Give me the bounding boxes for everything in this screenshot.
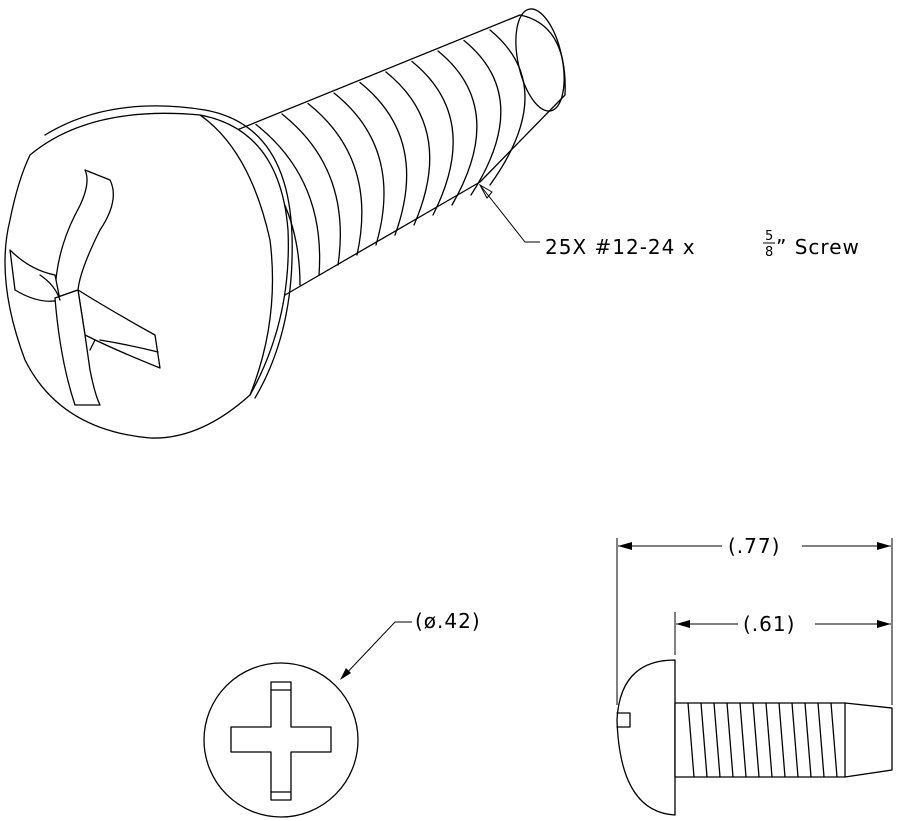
screw-callout: 25X #12-24 x	[545, 235, 696, 259]
head-rim	[44, 105, 293, 399]
callout-leader	[479, 184, 540, 243]
head-circle	[203, 662, 359, 818]
callout-prefix: 25X #12-24 x	[545, 235, 696, 259]
diameter-label: (ø.42)	[415, 609, 481, 633]
side-thread-line	[739, 702, 747, 778]
side-thread-lines	[687, 702, 838, 778]
thread-line	[359, 81, 408, 236]
phillips-recess-iso	[9, 169, 161, 406]
side-thread-line	[713, 702, 721, 778]
phillips-cross	[230, 681, 332, 801]
side-thread-line	[726, 702, 734, 778]
shank-length-label: (.61)	[743, 612, 795, 636]
thread-line	[307, 102, 363, 256]
thread-lines	[229, 29, 526, 286]
thread-line	[489, 29, 526, 186]
side-thread-line	[778, 702, 786, 778]
overall-length-dimension: (.77)	[618, 534, 891, 558]
side-thread-line	[830, 702, 838, 778]
thread-line	[333, 92, 385, 246]
thread-line	[385, 71, 431, 226]
side-thread-line	[752, 702, 760, 778]
thread-line	[411, 60, 454, 216]
side-thread-line	[700, 702, 708, 778]
side-thread-line	[687, 702, 695, 778]
side-thread-line	[817, 702, 825, 778]
side-view	[616, 659, 893, 816]
thread-line	[463, 39, 502, 196]
thread-line	[281, 113, 341, 266]
overall-length-label: (.77)	[728, 534, 780, 558]
side-thread-line	[804, 702, 812, 778]
shank-length-dimension: (.61)	[676, 612, 891, 636]
thread-line	[255, 123, 321, 276]
isometric-screw-view	[4, 8, 566, 439]
thread-line	[437, 50, 478, 206]
callout-numerator: 5	[765, 229, 773, 244]
side-thread-line	[791, 702, 799, 778]
diameter-leader	[341, 621, 412, 679]
callout-denominator: 8	[765, 245, 773, 260]
side-head	[616, 659, 676, 816]
side-thread-line	[765, 702, 773, 778]
callout-suffix: ” Screw	[776, 235, 860, 259]
end-view	[203, 662, 359, 818]
